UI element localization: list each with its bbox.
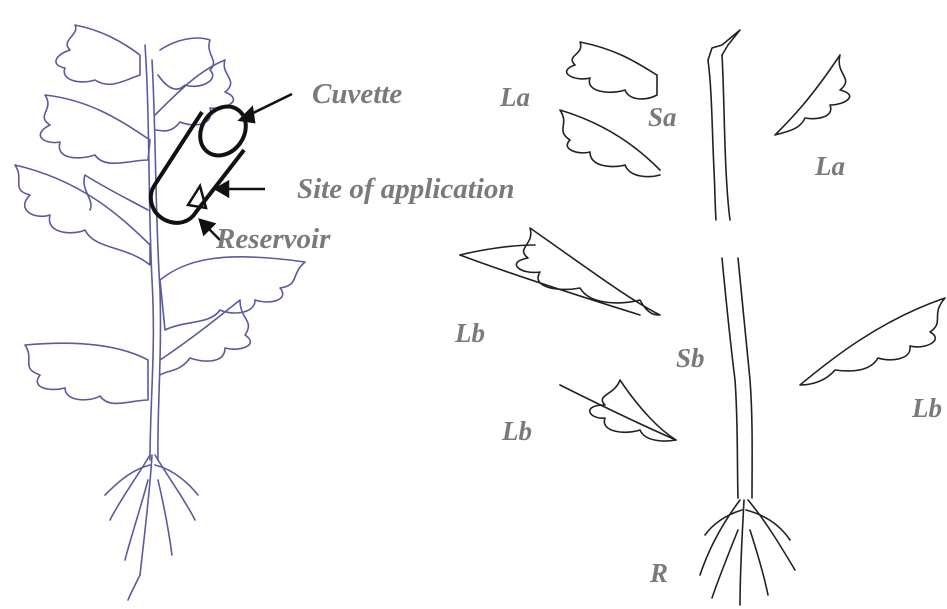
leaf-la-upper-left <box>567 42 657 99</box>
right-plant-roots <box>700 500 795 605</box>
label-sb: Sb <box>676 345 705 372</box>
label-r: R <box>650 560 668 587</box>
label-lb-left: Lb <box>455 320 485 347</box>
label-lb-bottom-left: Lb <box>502 418 532 445</box>
lower-stem-segment <box>722 258 738 498</box>
label-site-of-application: Site of application <box>297 175 515 204</box>
leaf-la-right <box>775 55 850 135</box>
leaf-lb-right <box>800 298 945 385</box>
label-la-right: La <box>815 153 845 180</box>
upper-stem-segment <box>708 60 716 220</box>
label-cuvette: Cuvette <box>312 80 402 109</box>
label-la-top-left: La <box>500 84 530 111</box>
label-reservoir: Reservoir <box>216 225 330 254</box>
leaf-lb-lower-left <box>590 380 676 441</box>
leaf-la-lower-left <box>560 110 660 177</box>
leaf-lb-left <box>516 228 660 315</box>
label-sa: Sa <box>648 104 677 131</box>
label-lb-right: Lb <box>912 395 942 422</box>
